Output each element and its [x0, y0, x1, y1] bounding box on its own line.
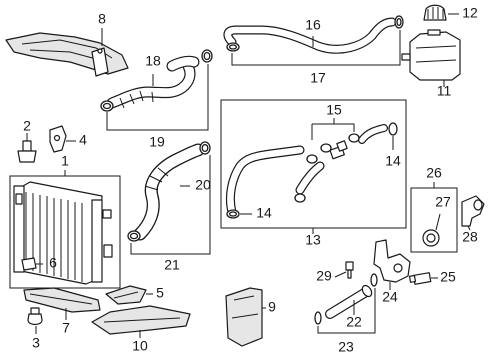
seal-23-right	[370, 273, 378, 287]
part-20-lower-radiator-hose	[133, 143, 205, 241]
part-3-insulator	[27, 307, 43, 326]
bracket-23	[317, 288, 376, 334]
part-1-radiator	[13, 181, 113, 285]
leader-27	[435, 213, 441, 231]
callout-13: 13	[305, 232, 321, 248]
callout-15: 15	[326, 102, 342, 118]
part-6-drain-plug	[21, 257, 37, 271]
clamp-14-lower	[226, 209, 240, 219]
part-7-lower-baffle	[23, 287, 101, 313]
bracket-19	[106, 64, 209, 131]
part-10-air-deflector	[91, 305, 191, 335]
callout-5: 5	[156, 285, 164, 301]
part-16-overflow-hose	[223, 17, 397, 54]
part-4-bracket	[49, 125, 67, 153]
clamp-19-left	[100, 100, 114, 112]
clamp-13-a	[294, 193, 306, 203]
callout-22: 22	[346, 314, 362, 330]
leader-29	[334, 271, 347, 278]
callout-23: 23	[338, 339, 354, 355]
callout-14b: 14	[385, 153, 401, 169]
callout-16: 16	[305, 17, 321, 33]
callout-19: 19	[149, 134, 165, 150]
part-12-reservoir-cap	[423, 4, 447, 21]
callout-2: 2	[23, 118, 31, 134]
callout-21: 21	[164, 257, 180, 273]
part-5-bracket	[105, 285, 147, 305]
part-22-pipe	[325, 284, 373, 319]
part-28-water-outlet	[461, 195, 485, 227]
callout-27: 27	[435, 194, 451, 210]
part-15-elbow-hose	[358, 124, 388, 144]
callout-25: 25	[440, 269, 456, 285]
clamp-17-left	[226, 42, 240, 52]
callout-9: 9	[268, 299, 276, 315]
clamp-17-right	[394, 15, 404, 29]
part-18-upper-radiator-hose	[106, 55, 200, 109]
clamp-15-a	[320, 143, 332, 153]
clamp-21-left	[127, 230, 141, 242]
bracket-17	[231, 30, 401, 66]
callout-28: 28	[462, 229, 478, 245]
callout-14a: 14	[256, 205, 272, 221]
clamp-19-right	[201, 49, 213, 63]
callout-12: 12	[462, 5, 478, 21]
part-8-air-baffle	[5, 32, 129, 77]
callout-24: 24	[382, 289, 398, 305]
bracket-21	[130, 155, 211, 255]
part-15-connector	[329, 140, 348, 160]
leader-28	[467, 225, 471, 231]
part-27-thermostat	[422, 229, 440, 247]
part-29-bolt	[345, 261, 354, 279]
part-13-heater-hose-long	[225, 145, 305, 217]
part-2-stud	[17, 140, 37, 163]
callout-3: 3	[32, 335, 40, 351]
callout-10: 10	[132, 338, 148, 354]
bracket-15	[311, 123, 355, 140]
part-25-sensor	[408, 272, 432, 285]
callout-17: 17	[310, 70, 326, 86]
part-11-coolant-reservoir	[401, 29, 461, 81]
clamp-14-upper	[388, 122, 398, 136]
callout-26: 26	[426, 165, 442, 181]
clamp-13-b	[306, 154, 318, 164]
callout-20: 20	[195, 177, 211, 193]
callout-4: 4	[79, 132, 87, 148]
callout-18: 18	[145, 53, 161, 69]
seal-23-left	[314, 311, 322, 325]
callout-29: 29	[316, 268, 332, 284]
part-13-heater-hose-short	[295, 161, 325, 195]
callout-11: 11	[437, 83, 452, 99]
part-24-outlet-housing	[373, 239, 411, 283]
clamp-15-b	[348, 133, 360, 143]
callout-7: 7	[62, 320, 70, 336]
callout-1: 1	[61, 153, 69, 169]
callout-8: 8	[98, 11, 106, 27]
part-9-shield	[225, 287, 263, 347]
callout-6: 6	[49, 255, 57, 271]
clamp-21-right	[199, 141, 211, 155]
